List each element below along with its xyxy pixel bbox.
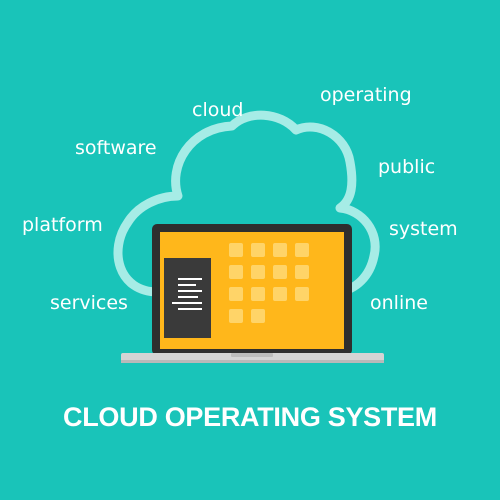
app-tile-icon — [229, 265, 243, 279]
keyword-system: system — [389, 218, 458, 240]
app-tile-icon — [229, 309, 243, 323]
document-lines-icon — [164, 258, 211, 338]
laptop-icon — [121, 224, 384, 363]
app-tile-icon — [229, 243, 243, 257]
app-tile-icon — [229, 287, 243, 301]
app-tile-icon — [295, 287, 309, 301]
keyword-platform: platform — [22, 214, 103, 236]
keyword-cloud: cloud — [192, 99, 244, 121]
app-tile-icon — [251, 309, 265, 323]
app-tile-icon — [251, 265, 265, 279]
app-tile-icon — [251, 243, 265, 257]
keyword-public: public — [378, 156, 436, 178]
keyword-services: services — [50, 292, 128, 314]
laptop-notch — [231, 353, 273, 357]
app-tile-icon — [273, 265, 287, 279]
laptop-base-shadow — [121, 360, 384, 363]
app-tile-icon — [273, 243, 287, 257]
cloud-outline-icon — [113, 110, 380, 297]
keyword-online: online — [370, 292, 428, 314]
keyword-software: software — [75, 137, 157, 159]
headline-title: CLOUD OPERATING SYSTEM — [63, 402, 437, 432]
app-tile-icon — [251, 287, 265, 301]
app-tile-icon — [273, 287, 287, 301]
app-grid-icon — [229, 243, 309, 323]
keyword-operating: operating — [320, 84, 412, 106]
app-tile-icon — [295, 265, 309, 279]
app-tile-icon — [295, 243, 309, 257]
